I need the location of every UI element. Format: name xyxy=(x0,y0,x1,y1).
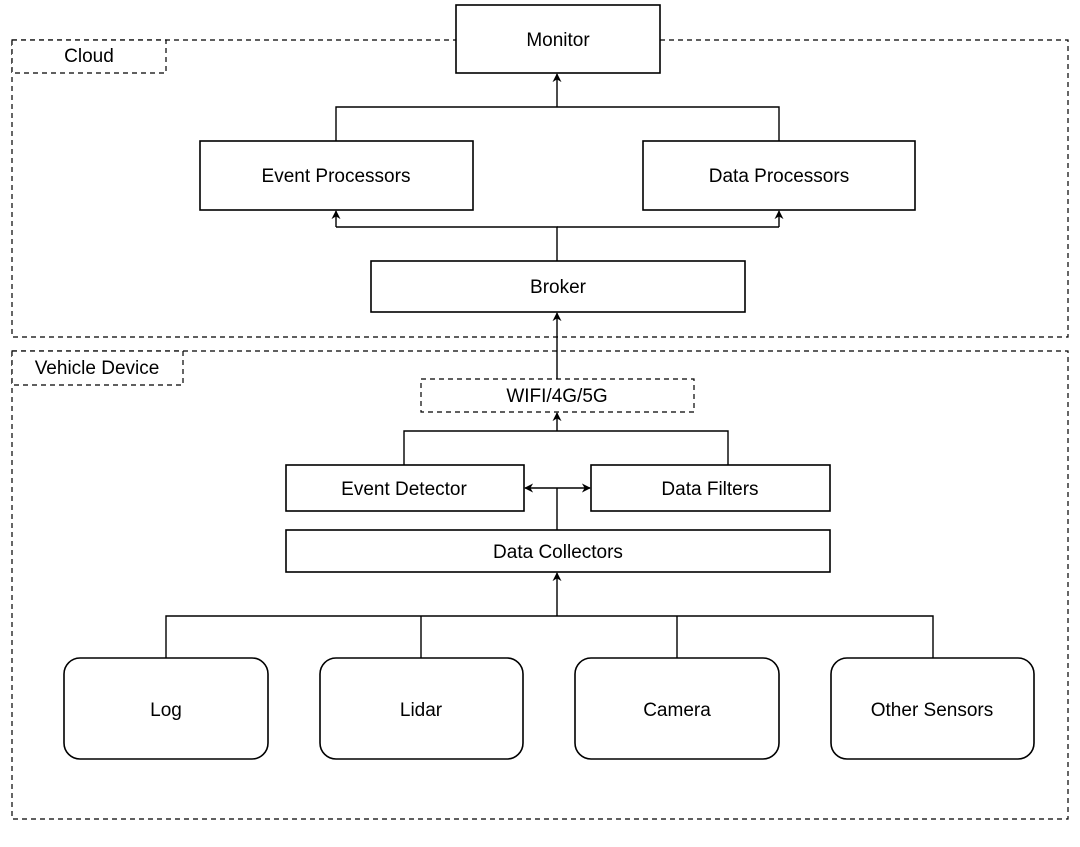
cloud-group: Cloud xyxy=(11,39,1069,338)
data-filters-label: Data Filters xyxy=(661,479,758,500)
network-label: WIFI/4G/5G xyxy=(506,386,607,407)
cloud-label-box xyxy=(11,39,167,74)
node-data-processors: Data Processors xyxy=(642,140,916,211)
monitor-label: Monitor xyxy=(526,30,590,51)
edge-broker-split xyxy=(336,226,558,261)
edge-processors-monitor xyxy=(335,106,780,141)
node-event-detector: Event Detector xyxy=(285,464,525,512)
node-broker: Broker xyxy=(370,260,746,313)
data-processors-label: Data Processors xyxy=(709,166,849,187)
vehicle-boundary xyxy=(11,350,1069,820)
other-sensors-label: Other Sensors xyxy=(871,700,994,721)
node-other-sensors: Other Sensors xyxy=(830,657,1035,760)
data-collectors-label: Data Collectors xyxy=(493,542,623,563)
node-lidar: Lidar xyxy=(319,657,524,760)
node-event-processors: Event Processors xyxy=(199,140,474,211)
camera-label: Camera xyxy=(643,700,711,721)
node-data-collectors: Data Collectors xyxy=(285,529,831,573)
event-detector-label: Event Detector xyxy=(341,479,467,500)
event-processors-label: Event Processors xyxy=(262,166,411,187)
edge-detector-filters-network xyxy=(403,430,729,465)
node-monitor: Monitor xyxy=(455,4,661,74)
lidar-label: Lidar xyxy=(400,700,443,721)
cloud-label: Cloud xyxy=(64,46,114,67)
node-network: WIFI/4G/5G xyxy=(420,378,695,413)
node-camera: Camera xyxy=(574,657,780,760)
broker-label: Broker xyxy=(530,277,587,298)
node-data-filters: Data Filters xyxy=(590,464,831,512)
vehicle-label-box xyxy=(11,350,184,386)
edge-sensors-bus xyxy=(165,615,934,658)
vehicle-group: Vehicle Device xyxy=(11,350,1069,820)
cloud-boundary xyxy=(11,39,1069,338)
node-log: Log xyxy=(63,657,269,760)
vehicle-label: Vehicle Device xyxy=(35,358,160,379)
log-label: Log xyxy=(150,700,182,721)
connectors xyxy=(165,73,934,658)
